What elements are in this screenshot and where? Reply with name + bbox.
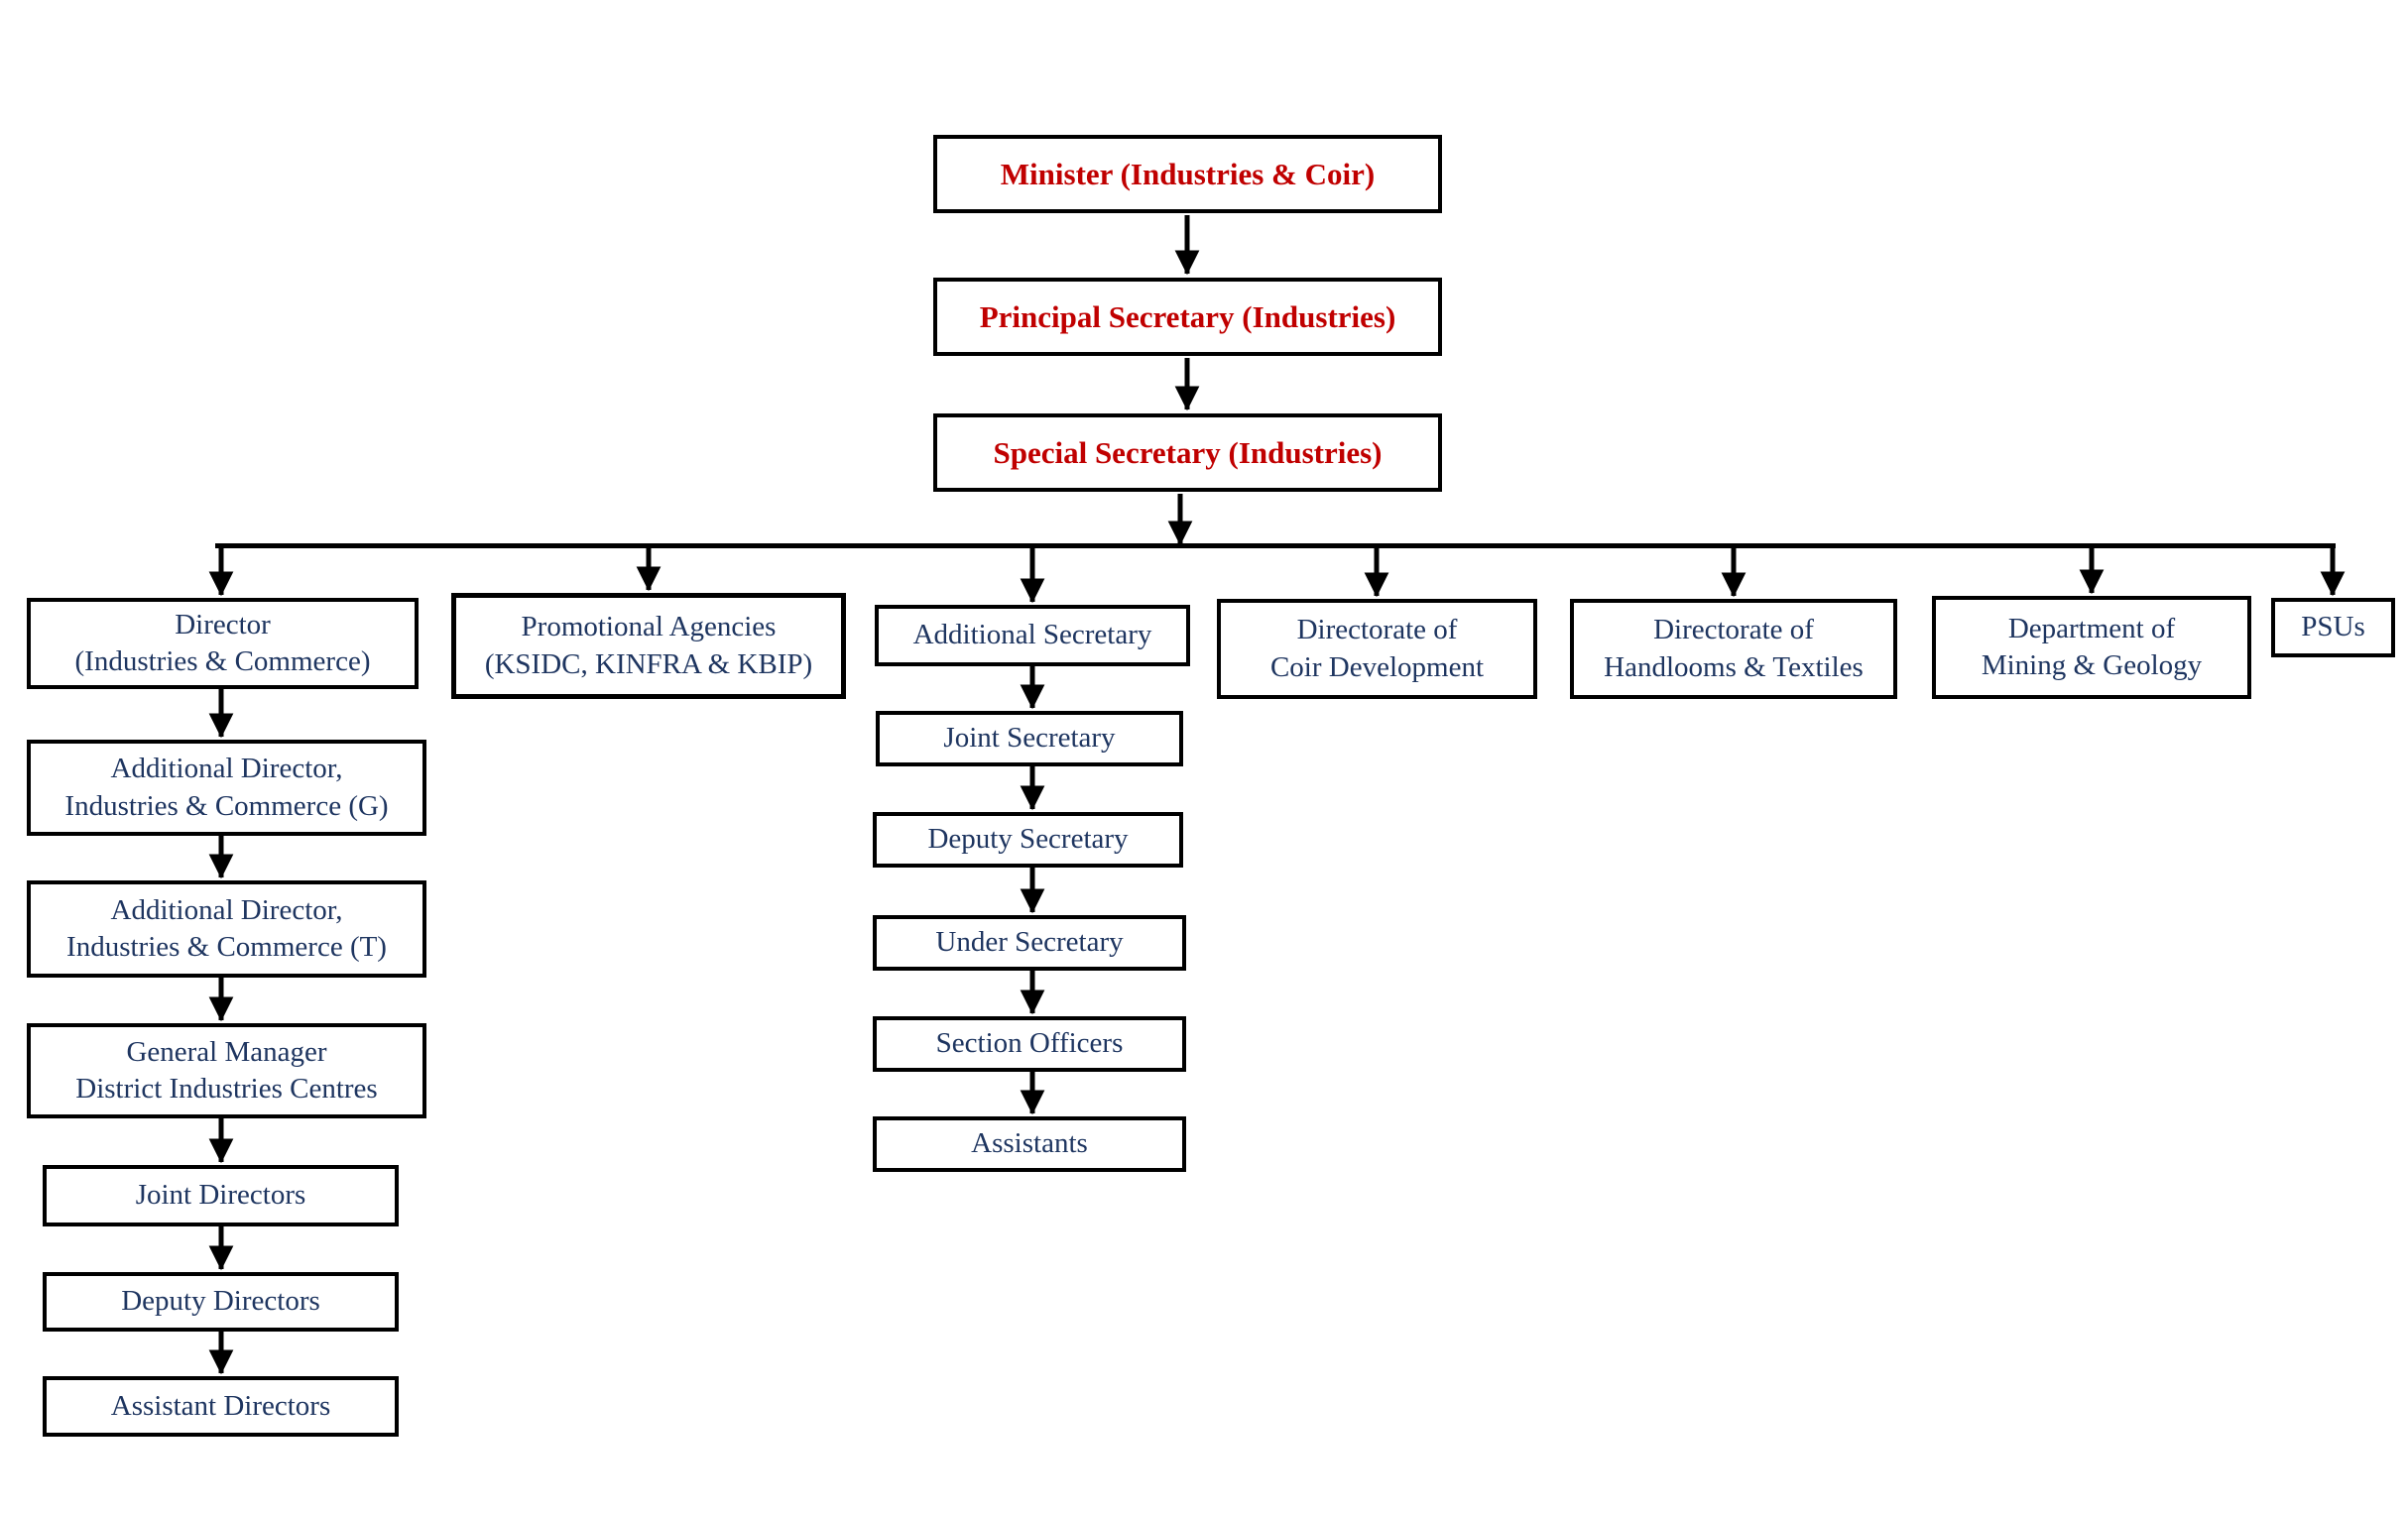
- node-principal-secretary-label: Principal Secretary (Industries): [979, 298, 1396, 334]
- node-promotional-agencies-label-line1: Promotional Agencies: [521, 611, 777, 643]
- node-special-secretary-label: Special Secretary (Industries): [993, 434, 1383, 470]
- node-additional-secretary-label: Additional Secretary: [912, 619, 1152, 651]
- node-joint-secretary: Joint Secretary: [876, 711, 1183, 766]
- node-additional-secretary: Additional Secretary: [875, 605, 1190, 666]
- node-general-manager-dic-label-line2: District Industries Centres: [75, 1073, 378, 1105]
- node-deputy-secretary-label: Deputy Secretary: [927, 823, 1129, 856]
- node-general-manager-dic-label-line1: General Manager: [126, 1035, 327, 1068]
- node-joint-directors-label: Joint Directors: [135, 1179, 306, 1212]
- node-assistants: Assistants: [873, 1116, 1186, 1172]
- node-psus: PSUs: [2271, 598, 2395, 657]
- node-additional-director-t: Additional Director, Industries & Commer…: [27, 880, 426, 978]
- node-general-manager-dic: General Manager District Industries Cent…: [27, 1023, 426, 1118]
- node-directorate-coir: Directorate of Coir Development: [1217, 599, 1537, 699]
- node-director-label-line1: Director: [175, 608, 271, 641]
- node-section-officers-label: Section Officers: [935, 1027, 1124, 1060]
- node-assistants-label: Assistants: [971, 1127, 1088, 1160]
- node-additional-director-g-label-line1: Additional Director,: [110, 753, 343, 785]
- node-under-secretary: Under Secretary: [873, 915, 1186, 971]
- node-directorate-handlooms: Directorate of Handlooms & Textiles: [1570, 599, 1897, 699]
- node-minister: Minister (Industries & Coir): [933, 135, 1442, 213]
- node-under-secretary-label: Under Secretary: [935, 926, 1124, 959]
- node-director-label-line2: (Industries & Commerce): [74, 645, 371, 677]
- node-additional-director-t-label-line2: Industries & Commerce (T): [66, 931, 387, 963]
- node-directorate-coir-label-line1: Directorate of: [1296, 614, 1458, 646]
- node-psus-label: PSUs: [2301, 611, 2365, 643]
- node-director: Director (Industries & Commerce): [27, 598, 419, 689]
- node-dept-mining-geology-label-line2: Mining & Geology: [1981, 649, 2203, 681]
- node-promotional-agencies-label-line2: (KSIDC, KINFRA & KBIP): [484, 647, 813, 680]
- node-additional-director-t-label-line1: Additional Director,: [110, 893, 343, 926]
- node-dept-mining-geology-label-line1: Department of: [2007, 612, 2176, 644]
- node-minister-label: Minister (Industries & Coir): [1000, 156, 1376, 191]
- node-assistant-directors-label: Assistant Directors: [110, 1389, 331, 1422]
- node-additional-director-g: Additional Director, Industries & Commer…: [27, 740, 426, 836]
- node-deputy-directors-label: Deputy Directors: [121, 1285, 320, 1318]
- node-promotional-agencies: Promotional Agencies (KSIDC, KINFRA & KB…: [451, 593, 846, 699]
- node-joint-secretary-label: Joint Secretary: [943, 722, 1116, 755]
- node-section-officers: Section Officers: [873, 1016, 1186, 1072]
- node-directorate-coir-label-line2: Coir Development: [1269, 650, 1485, 683]
- node-additional-director-g-label-line2: Industries & Commerce (G): [64, 789, 389, 822]
- node-directorate-handlooms-label-line2: Handlooms & Textiles: [1604, 650, 1864, 683]
- node-principal-secretary: Principal Secretary (Industries): [933, 278, 1442, 356]
- node-deputy-secretary: Deputy Secretary: [873, 812, 1183, 868]
- node-directorate-handlooms-label-line1: Directorate of: [1653, 614, 1814, 646]
- node-dept-mining-geology: Department of Mining & Geology: [1932, 596, 2251, 699]
- node-deputy-directors: Deputy Directors: [43, 1272, 399, 1332]
- node-assistant-directors: Assistant Directors: [43, 1376, 399, 1437]
- node-joint-directors: Joint Directors: [43, 1165, 399, 1226]
- node-special-secretary: Special Secretary (Industries): [933, 413, 1442, 492]
